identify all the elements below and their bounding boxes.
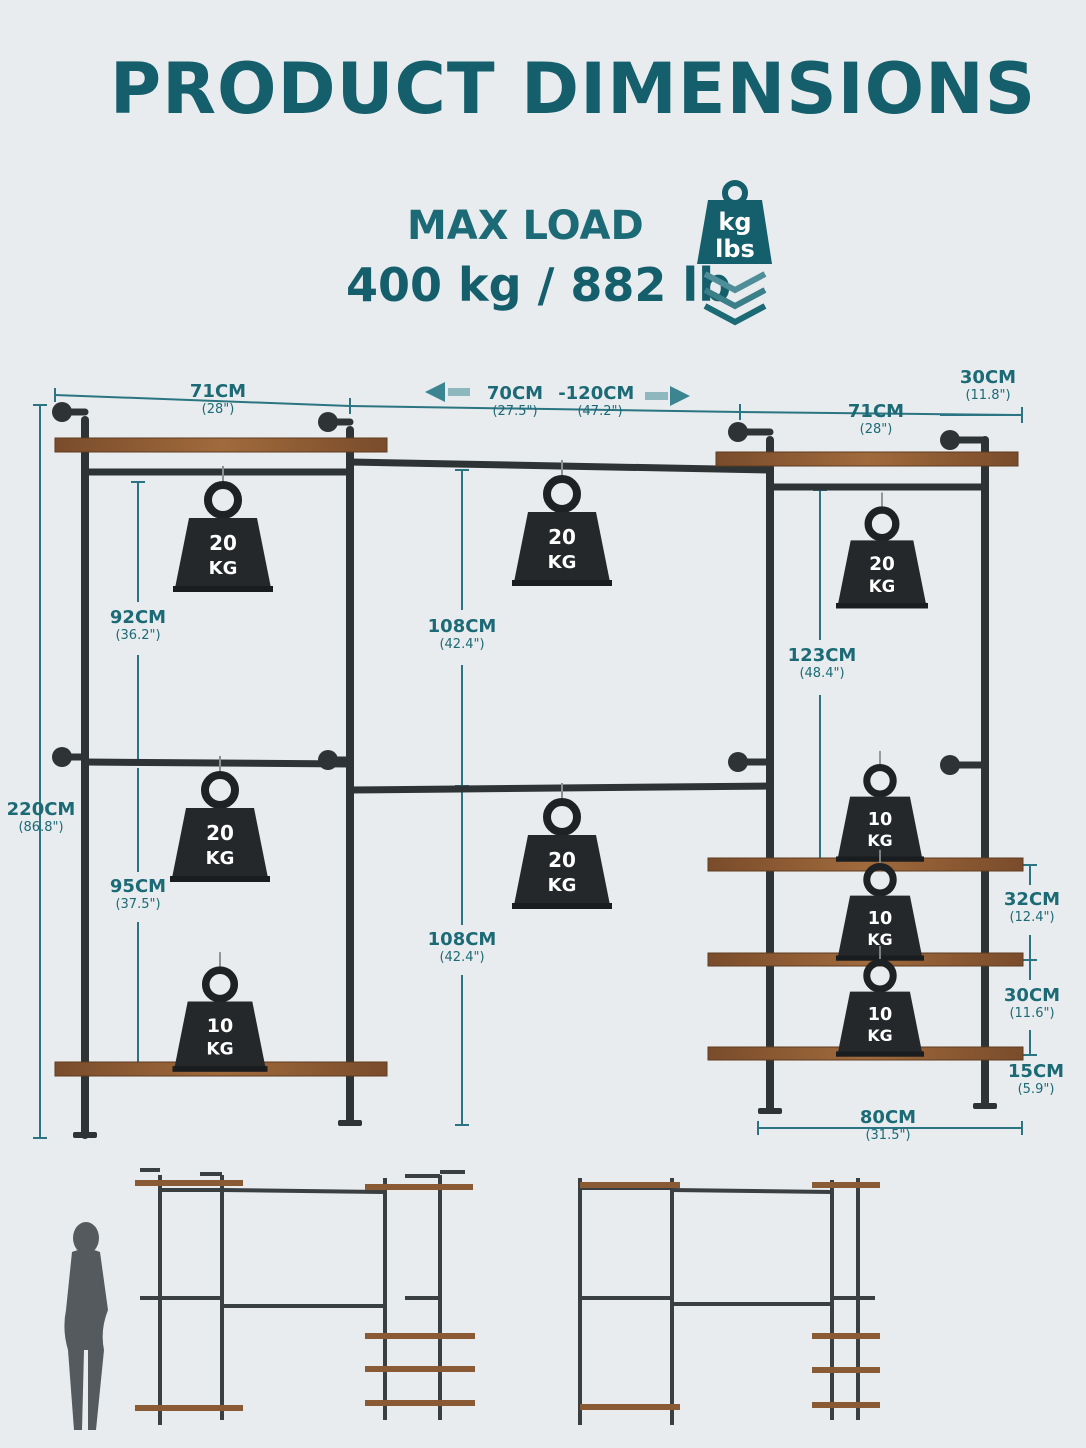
weight-unit: KG: [867, 831, 892, 850]
shelf-gap-2-label: 30CM(11.6"): [1003, 985, 1061, 1022]
weight-value: 20: [209, 531, 237, 555]
max-load-label: MAX LOAD: [407, 203, 644, 249]
mid-width-separator: -: [558, 383, 566, 404]
left-lower-height-label: 95CM(37.5"): [109, 876, 167, 913]
shelf-gap-1-label: 32CM(12.4"): [1003, 889, 1061, 926]
page-title: PRODUCT DIMENSIONS: [109, 48, 1037, 130]
right-width-label: 71CM(28"): [847, 401, 905, 438]
mid-lower-height-label: 108CM(42.4"): [427, 929, 497, 966]
weight-unit: KG: [206, 848, 235, 869]
right-upper-height-label: 123CM(48.4"): [787, 645, 857, 682]
total-height-label: 220CM(86.8"): [6, 799, 76, 836]
thumbnail-right-shelves: [580, 1182, 880, 1410]
weight-unit: KG: [206, 1040, 233, 1060]
bottom-gap-label: 15CM(5.9"): [1007, 1061, 1065, 1098]
weight-value: 10: [868, 909, 892, 929]
weight-capacity-icon: kg lbs: [697, 180, 772, 326]
depth-label: 30CM(11.8"): [959, 367, 1017, 404]
weight-unit: KG: [548, 875, 577, 896]
wall-flanges: [52, 402, 997, 1138]
left-upper-height-label: 92CM(36.2"): [109, 607, 167, 644]
lbs-icon-text: lbs: [715, 235, 755, 263]
left-width-label: 71CM(28"): [189, 381, 247, 418]
weight-value: 20: [869, 554, 895, 575]
weight-value: 10: [868, 810, 892, 830]
weight-value: 10: [868, 1005, 892, 1025]
max-load-value: 400 kg / 882 lb: [346, 258, 732, 312]
weight-value: 20: [548, 525, 576, 549]
weight-unit: KG: [867, 1026, 892, 1045]
weight-value: 20: [206, 821, 234, 845]
weight-unit: KG: [867, 930, 892, 949]
rack-thumbnail-left: [140, 1168, 465, 1425]
wood-shelves: [54, 437, 1024, 1077]
kg-icon-text: kg: [718, 208, 751, 236]
mid-width-min-label: 70CM(27.5"): [486, 383, 544, 420]
mid-width-max-label: 120CM(47.2"): [565, 383, 635, 420]
rack-thumbnail-right: [578, 1178, 875, 1425]
rack-pipes: [58, 408, 989, 1139]
dimension-lines: [33, 388, 1037, 1139]
weight-unit: KG: [209, 558, 238, 579]
mid-upper-height-label: 108CM(42.4"): [427, 616, 497, 653]
weight-value: 10: [207, 1015, 233, 1037]
shelf-width-label: 80CM(31.5"): [859, 1107, 917, 1144]
thumbnail-left-shelves: [135, 1180, 475, 1411]
weight-value: 20: [548, 848, 576, 872]
weight-unit: KG: [548, 552, 577, 573]
silhouette-figure: [64, 1222, 108, 1430]
adjustable-width-arrows: [425, 382, 690, 406]
weight-unit: KG: [869, 577, 895, 596]
